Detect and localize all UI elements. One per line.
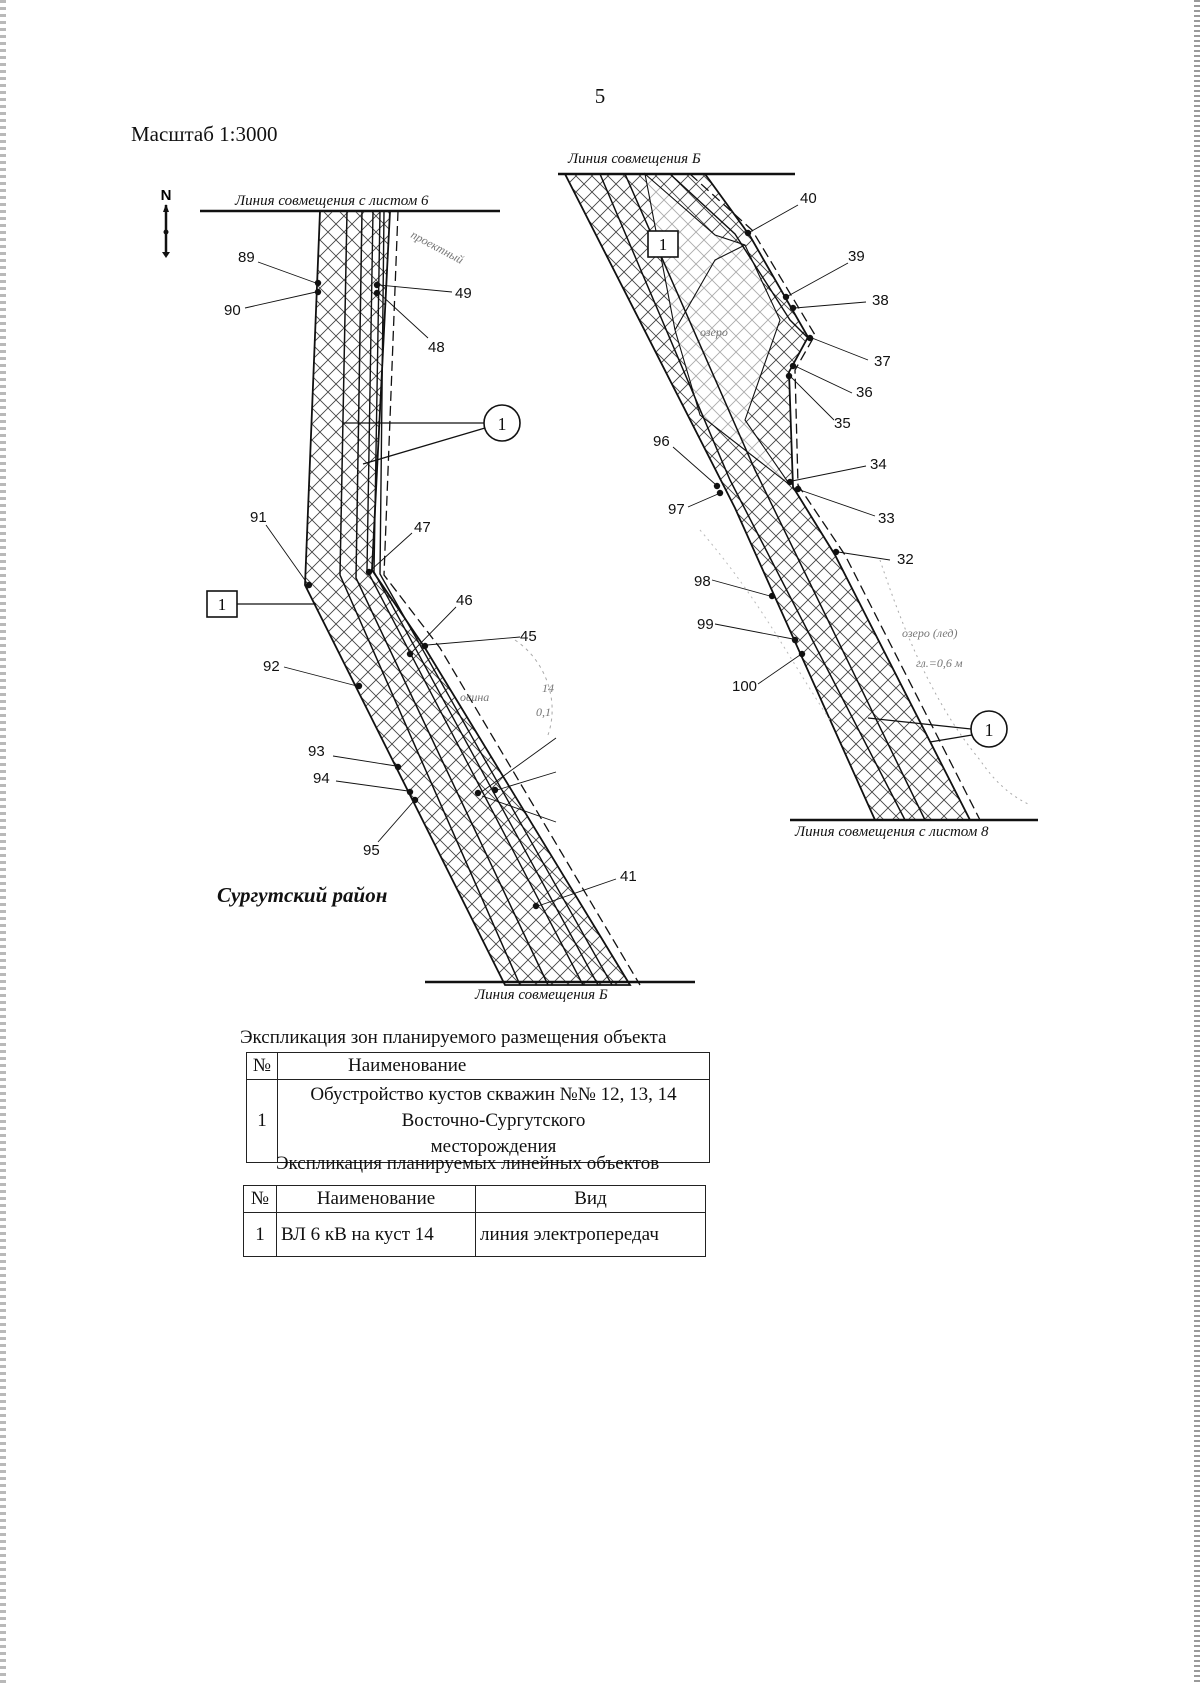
north-arrow-icon: N	[161, 187, 172, 258]
point-label: 41	[620, 868, 637, 885]
map-scale: Масштаб 1:3000	[131, 122, 278, 146]
point-label: 91	[250, 509, 267, 526]
point-label: 100	[732, 678, 757, 695]
table-header: Наименование	[277, 1052, 710, 1080]
table-cell: линия электропередач	[475, 1212, 706, 1257]
annotation-right-depth: гл.=0,6 м	[916, 656, 963, 670]
match-line-right-top-label: Линия совмещения Б	[567, 151, 701, 167]
svg-text:1: 1	[218, 595, 227, 614]
annotation-left-top: проектный	[409, 227, 466, 266]
point-label: 47	[414, 519, 431, 536]
survey-points-left	[305, 279, 540, 910]
point-label: 94	[313, 770, 330, 787]
point-label: 90	[224, 302, 241, 319]
point-label: 39	[848, 248, 865, 265]
point-label: 92	[263, 658, 280, 675]
scan-edge-right	[1194, 0, 1200, 1683]
point-label: 38	[872, 292, 889, 309]
point-label: 95	[363, 842, 380, 859]
point-label: 37	[874, 353, 891, 370]
point-label: 93	[308, 743, 325, 760]
zone-marker-right	[647, 230, 679, 258]
table-header: №	[243, 1185, 277, 1213]
svg-text:1: 1	[498, 414, 507, 434]
svg-text:N: N	[161, 187, 172, 204]
match-line-right-bottom-label: Линия совмещения с листом 8	[794, 824, 989, 840]
table-header: №	[246, 1052, 278, 1080]
explication-zones-table: № Наименование 1 Обустройство кустов скв…	[246, 1052, 710, 1163]
table-cell: ВЛ 6 кВ на куст 14	[276, 1212, 476, 1257]
explication-linear-title: Экспликация планируемых линейных объекто…	[276, 1153, 660, 1174]
annotation-right-lake: озеро (лед)	[902, 626, 957, 640]
district-label: Сургутский район	[217, 883, 388, 907]
point-label: 98	[694, 573, 711, 590]
point-label: 32	[897, 551, 914, 568]
zone-marker-left	[206, 590, 238, 618]
annotation-left-mid-value-1: 14	[542, 681, 554, 695]
table-cell: 1	[243, 1212, 277, 1257]
point-label: 97	[668, 501, 685, 518]
explication-zones-title: Экспликация зон планируемого размещения …	[240, 1027, 667, 1048]
match-line-left-top-label: Линия совмещения с листом 6	[234, 193, 429, 209]
table-header-row: № Наименование Вид	[243, 1185, 706, 1213]
point-label: 45	[520, 628, 537, 645]
point-label: 48	[428, 339, 445, 356]
annotation-right-small: озеро	[700, 325, 728, 339]
corridor-map: N Линия совмещения с листом 6 Линия совм…	[161, 151, 1038, 1003]
table-header: Наименование	[276, 1185, 476, 1213]
table-header-row: № Наименование	[246, 1052, 710, 1080]
table-cell: 1	[246, 1079, 278, 1163]
point-label: 40	[800, 190, 817, 207]
point-label: 46	[456, 592, 473, 609]
match-line-left-bottom-label: Линия совмещения Б	[474, 987, 608, 1003]
point-label: 49	[455, 285, 472, 302]
explication-linear-table: № Наименование Вид 1 ВЛ 6 кВ на куст 14 …	[243, 1185, 706, 1257]
annotation-left-mid-value-2: 0,1	[536, 705, 551, 719]
point-label: 96	[653, 433, 670, 450]
annotation-left-mid: осина	[460, 690, 489, 704]
point-label: 89	[238, 249, 255, 266]
page-number: 5	[594, 84, 606, 108]
name-line: Обустройство кустов скважин №№ 12, 13, 1…	[310, 1084, 677, 1105]
table-header: Вид	[475, 1185, 706, 1213]
point-labels-left: 89 90 49 48 91 47 46 45 92 93 94 95 41	[224, 249, 637, 885]
point-label: 36	[856, 384, 873, 401]
leader-lines-left	[244, 261, 617, 907]
name-line: месторождения	[430, 1136, 557, 1157]
point-label: 99	[697, 616, 714, 633]
svg-text:1: 1	[659, 235, 668, 254]
scan-edge-left	[0, 0, 6, 1683]
point-labels-right: 40 39 38 37 36 35 34 33 32 96 97 98 99 1…	[653, 190, 914, 695]
point-label: 35	[834, 415, 851, 432]
zone-left-hatched	[304, 210, 632, 986]
table-row: 1 Обустройство кустов скважин №№ 12, 13,…	[246, 1079, 710, 1163]
svg-text:1: 1	[985, 720, 994, 740]
leader-lines-right	[672, 204, 891, 685]
table-row: 1 ВЛ 6 кВ на куст 14 линия электропереда…	[243, 1212, 706, 1257]
survey-points-right	[713, 229, 840, 658]
point-label: 34	[870, 456, 887, 473]
name-line: Восточно-Сургутского	[401, 1110, 586, 1131]
point-label: 33	[878, 510, 895, 527]
table-cell: Обустройство кустов скважин №№ 12, 13, 1…	[277, 1079, 710, 1163]
